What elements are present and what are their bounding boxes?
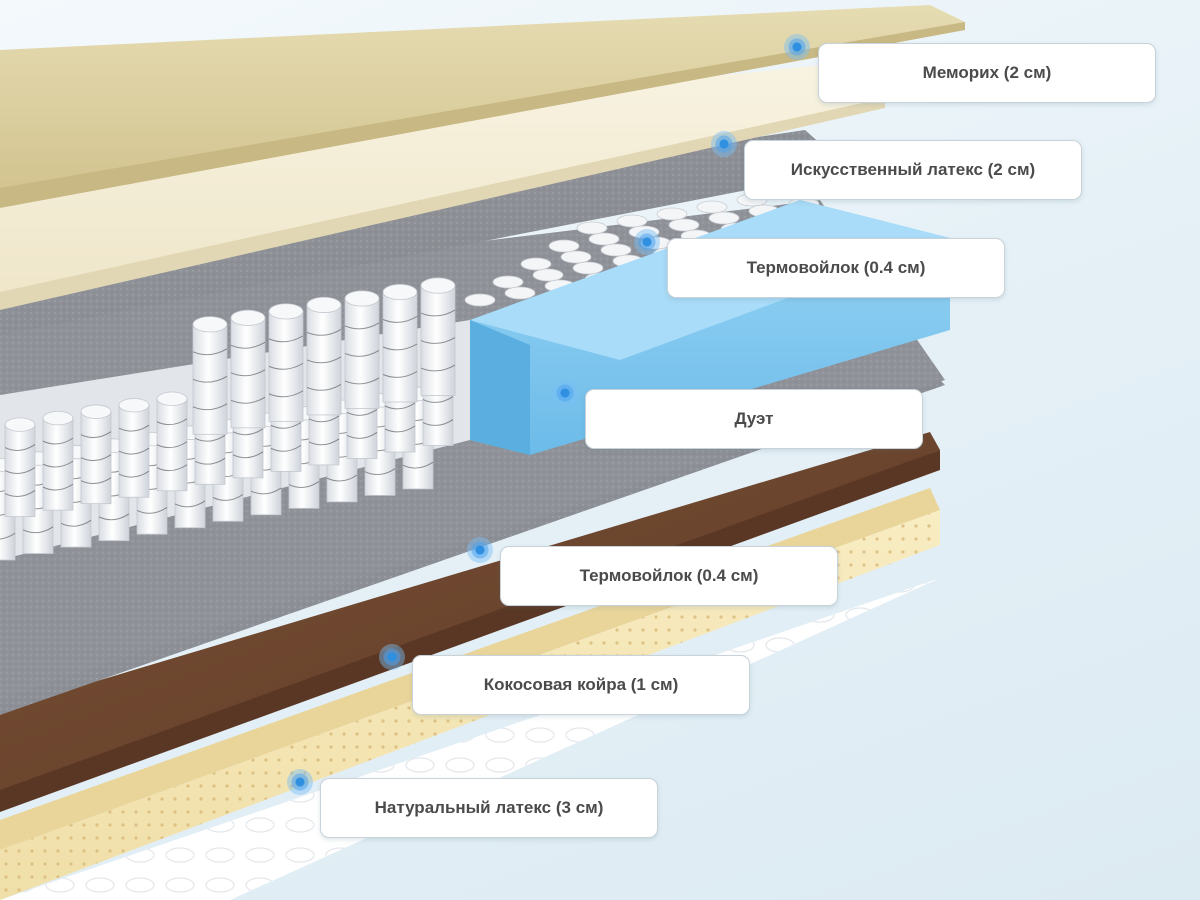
hotspot-lower-felt[interactable] [467,537,493,563]
hotspot-coconut-coir[interactable] [379,644,405,670]
label-memory-foam: Мемориx (2 см) [818,43,1156,103]
pocket-springs [0,186,844,561]
label-upper-felt: Термовойлок (0.4 см) [667,238,1005,298]
label-natural-latex: Натуральный латекс (3 см) [320,778,658,838]
upper-felt-layer [0,130,850,335]
hotspot-upper-felt[interactable] [634,229,660,255]
memory-foam-layer [0,5,965,208]
hotspot-duet[interactable] [552,380,578,406]
label-duet: Дуэт [585,389,923,449]
label-lower-felt: Термовойлок (0.4 см) [500,546,838,606]
coconut-coir-layer [0,432,940,812]
hotspot-artificial-latex[interactable] [711,131,737,157]
label-artificial-latex: Искусственный латекс (2 см) [744,140,1082,200]
artificial-latex-layer [0,60,885,310]
hotspot-memory-foam[interactable] [784,34,810,60]
label-coconut-coir: Кокосовая койра (1 см) [412,655,750,715]
hotspot-natural-latex[interactable] [287,769,313,795]
